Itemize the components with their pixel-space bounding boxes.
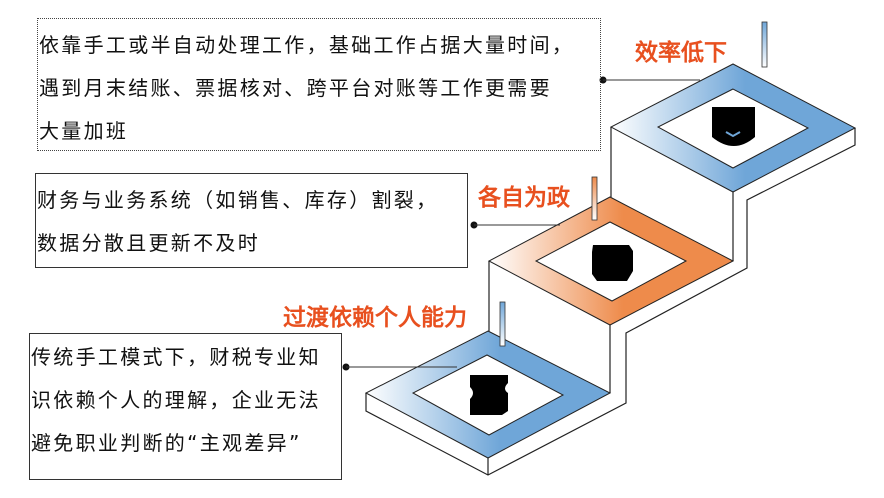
description-line: 遇到月末结账、票据核对、跨平台对账等工作更需要: [39, 76, 552, 100]
step-1-marker: [499, 301, 506, 347]
step-3-platform: [599, 21, 857, 193]
step-3-description: 依靠手工或半自动处理工作，基础工作占据大量时间， 遇到月末结账、票据核对、跨平台…: [37, 18, 601, 151]
step-1-platform: [342, 301, 612, 459]
person-icon: [470, 375, 508, 415]
database-icon: [592, 245, 633, 281]
description-line: 避免职业判断的“主观差异”: [31, 431, 302, 455]
step-1-description: 传统手工模式下，财税专业知 识依赖个人的理解，企业无法 避免职业判断的“主观差异…: [29, 333, 342, 480]
step-2-title: 各自为政: [478, 185, 570, 211]
step-2-platform: [470, 176, 735, 326]
description-line: 传统手工模式下，财税专业知: [31, 345, 321, 369]
step-2-description: 财务与业务系统（如销售、库存）割裂， 数据分散且更新不及时: [35, 173, 468, 268]
description-line: 依靠手工或半自动处理工作，基础工作占据大量时间，: [39, 33, 575, 57]
description-line: 财务与业务系统（如销售、库存）割裂，: [37, 188, 439, 212]
description-line: 大量加班: [39, 119, 129, 143]
step-3-marker: [761, 21, 768, 68]
step-2-marker: [591, 176, 598, 221]
step-3-title: 效率低下: [635, 40, 727, 66]
description-line: 识依赖个人的理解，企业无法: [31, 388, 321, 412]
stair-outline: [365, 127, 856, 476]
shield-icon: [712, 107, 755, 146]
description-line: 数据分散且更新不及时: [37, 231, 260, 255]
step-1-title: 过渡依赖个人能力: [283, 305, 467, 331]
